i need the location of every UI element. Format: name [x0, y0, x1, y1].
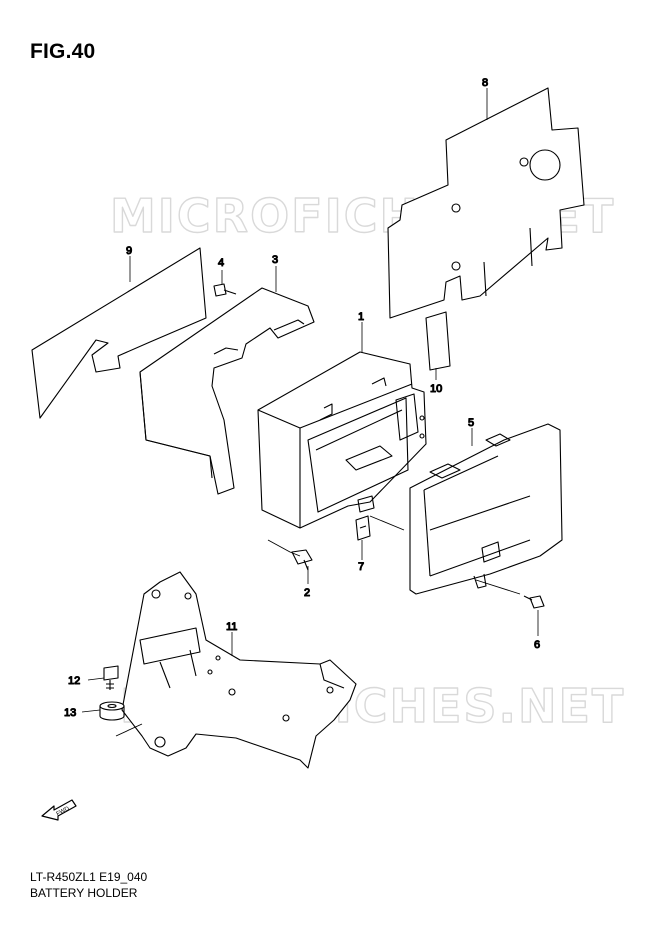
part-10-pad: [425, 311, 451, 371]
figure-title: FIG.40: [30, 40, 96, 63]
part-7-clip: [355, 515, 371, 541]
figure-name: BATTERY HOLDER: [30, 886, 138, 900]
callout-7: 7: [358, 561, 364, 573]
callout-9: 9: [126, 245, 132, 257]
callout-2: 2: [304, 587, 310, 599]
callout-8: 8: [482, 77, 488, 89]
part-13-grommet: [99, 701, 125, 721]
forward-arrow-icon: FWD: [41, 799, 77, 821]
part-11-holder-bracket: [121, 571, 357, 769]
callout-3: 3: [272, 254, 278, 266]
callout-11: 11: [226, 621, 237, 633]
part-9-gasket-sheet: [31, 247, 207, 419]
part-3-cover: [139, 287, 315, 495]
part-5-lid: [409, 423, 563, 595]
part-2-screw: [291, 549, 313, 571]
callout-10: 10: [430, 383, 442, 395]
callout-5: 5: [468, 417, 474, 429]
callout-1: 1: [358, 311, 364, 323]
leader-lines: [81, 88, 539, 713]
part-12-bolt: [103, 665, 119, 690]
part-4-screw: [213, 283, 237, 297]
assembly-guide-lines: [115, 515, 521, 737]
callout-4: 4: [218, 257, 224, 269]
part-8-gasket-sheet: [387, 87, 585, 319]
callout-6: 6: [534, 639, 540, 651]
part-1-battery-box: [257, 351, 427, 529]
callout-12: 12: [68, 675, 80, 687]
callout-13: 13: [64, 707, 76, 719]
figure-code: LT-R450ZL1 E19_040: [30, 870, 148, 884]
part-6-screw: [523, 595, 545, 609]
